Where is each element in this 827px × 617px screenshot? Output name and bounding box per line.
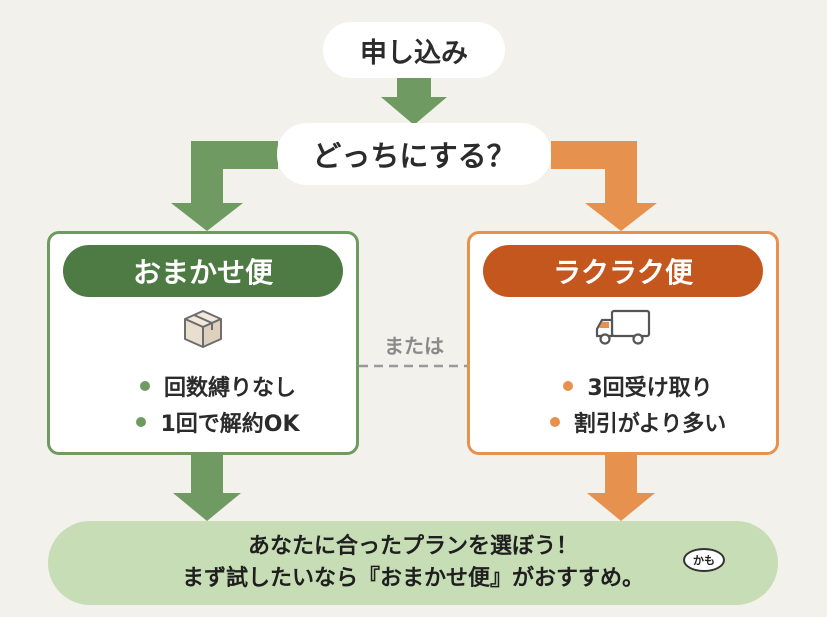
feature-item: 1回で解約OK bbox=[136, 404, 300, 440]
bullet-dot bbox=[139, 381, 150, 391]
feature-item: 割引がより多い bbox=[549, 404, 727, 440]
arrow-left-to-conclusion bbox=[173, 455, 241, 521]
or-separator-label: または bbox=[384, 334, 444, 358]
option-title-omakase: おまかせ便 bbox=[63, 245, 343, 297]
speech-bubble-note: かも bbox=[683, 548, 725, 572]
decision-question: どっちにする？ bbox=[277, 123, 551, 185]
feature-list-omakase: 回数縛りなし 1回で解約OK bbox=[50, 368, 356, 440]
question-label: どっちにする？ bbox=[312, 139, 516, 173]
arrow-start-to-question bbox=[381, 78, 447, 125]
feature-text: 3回受け取り bbox=[587, 376, 713, 401]
conclusion-line-1: あなたに合ったプランを選ぼう！ bbox=[247, 534, 578, 559]
conclusion-box: あなたに合ったプランを選ぼう！ まず試したいなら『おまかせ便』がおすすめ。 bbox=[48, 521, 778, 605]
option-card-omakase: おまかせ便 回数縛りなし 1回で解約OK bbox=[47, 231, 359, 455]
feature-item: 3回受け取り bbox=[563, 368, 713, 404]
option-card-rakuraku: ラクラク便 3回受け取り 割引がより多い bbox=[467, 231, 779, 455]
bullet-dot bbox=[549, 417, 560, 427]
start-step: 申し込み bbox=[323, 22, 505, 78]
option-title-rakuraku: ラクラク便 bbox=[483, 245, 763, 297]
arrow-question-to-left bbox=[171, 141, 278, 231]
delivery-truck-icon bbox=[594, 308, 652, 352]
conclusion-line-2: まず試したいなら『おまかせ便』がおすすめ。 bbox=[181, 566, 644, 591]
start-label: 申し込み bbox=[360, 37, 468, 69]
feature-text: 割引がより多い bbox=[573, 412, 727, 437]
arrow-question-to-right bbox=[551, 141, 657, 231]
package-box-icon bbox=[181, 308, 225, 354]
feature-list-rakuraku: 3回受け取り 割引がより多い bbox=[470, 368, 776, 440]
feature-text: 回数縛りなし bbox=[163, 376, 296, 401]
arrow-right-to-conclusion bbox=[587, 455, 655, 521]
bullet-dot bbox=[563, 381, 574, 391]
feature-item: 回数縛りなし bbox=[139, 368, 296, 404]
feature-text: 1回で解約OK bbox=[160, 412, 300, 437]
bullet-dot bbox=[136, 417, 147, 427]
